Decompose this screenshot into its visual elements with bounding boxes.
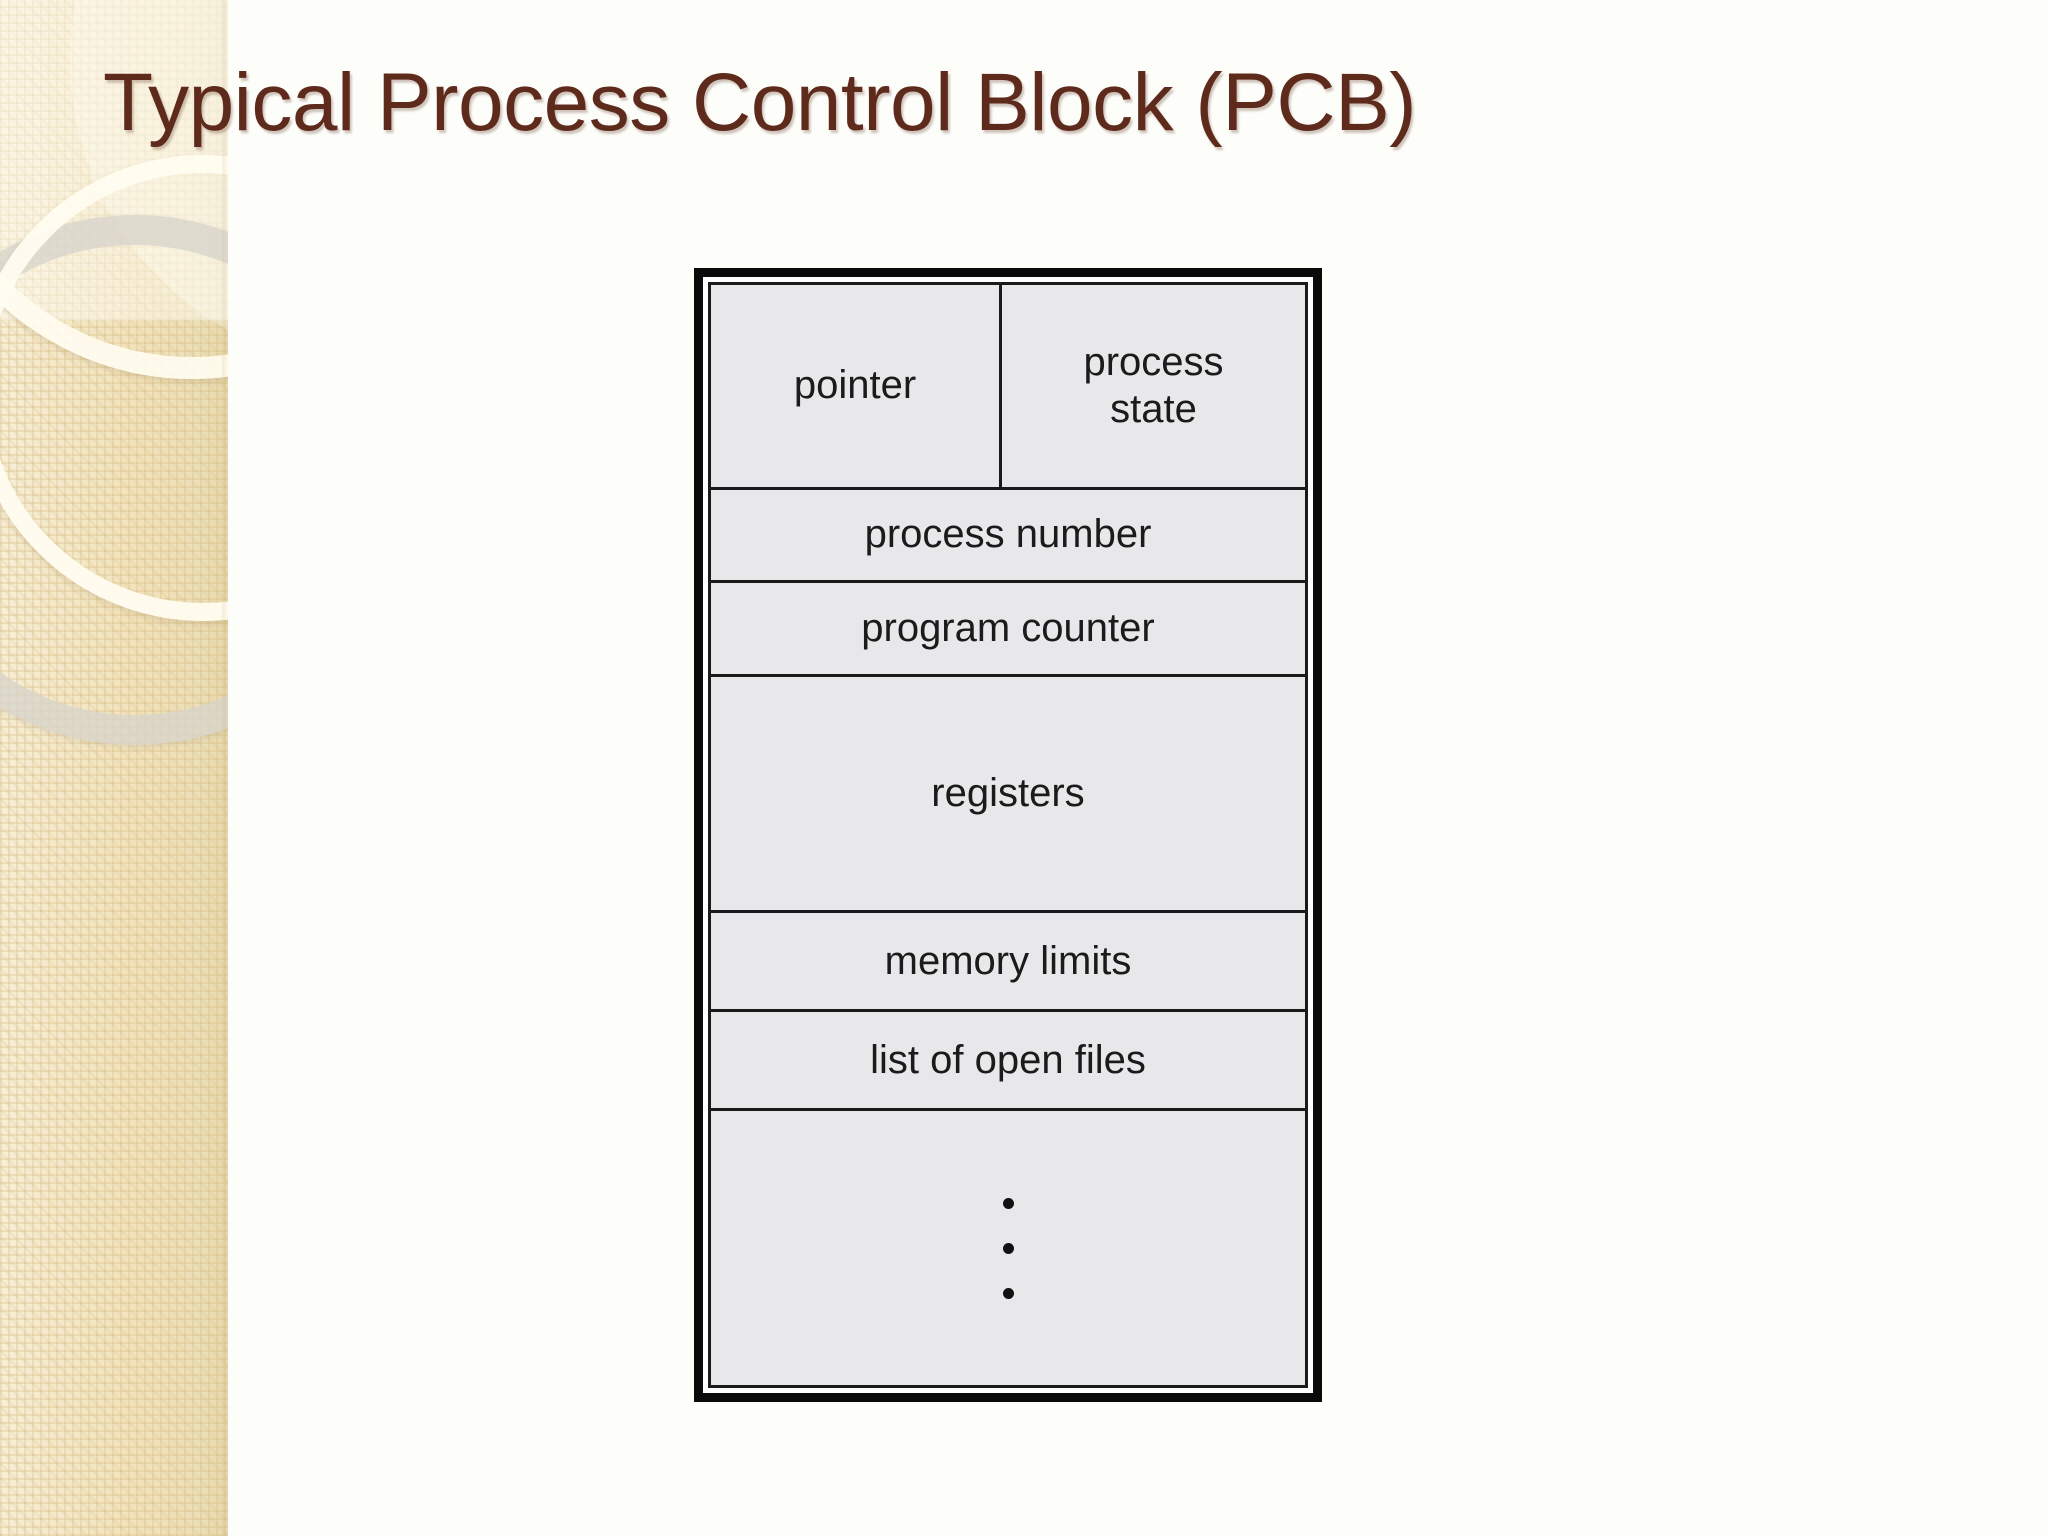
pcb-row-memory-limits: memory limits — [711, 913, 1305, 1013]
pcb-row-list-of-open-files: list of open files — [711, 1012, 1305, 1112]
pcb-row-pointer-process-state: pointer process state — [711, 285, 1305, 490]
pcb-cell-process-state-line2: state — [1110, 386, 1197, 431]
pcb-outer-border: pointer process state process number pro… — [694, 268, 1322, 1402]
pcb-row-process-number: process number — [711, 489, 1305, 584]
pcb-cell-process-number-label: process number — [864, 512, 1152, 557]
pcb-row-registers: registers — [711, 676, 1305, 914]
vertical-ellipsis-dot-icon — [1002, 1197, 1014, 1209]
pcb-cell-pointer-label: pointer — [793, 363, 917, 408]
page-title: Typical Process Control Block (PCB) — [103, 57, 1417, 148]
pcb-cell-pointer: pointer — [711, 285, 1003, 487]
pcb-cell-process-state: process state — [1002, 285, 1305, 487]
sidebar-edge-shadow — [222, 0, 228, 1536]
pcb-row-continuation — [711, 1111, 1305, 1385]
pcb-cell-program-counter-label: program counter — [861, 605, 1155, 650]
vertical-ellipsis-dot-icon — [1002, 1242, 1014, 1254]
pcb-cell-memory-limits-label: memory limits — [884, 938, 1132, 983]
slide-decoration-sidebar — [0, 0, 228, 1536]
pcb-cell-list-of-open-files-label: list of open files — [870, 1037, 1146, 1082]
pcb-cell-registers-label: registers — [931, 770, 1085, 815]
pcb-diagram: pointer process state process number pro… — [694, 268, 1322, 1402]
vertical-ellipsis-dot-icon — [1002, 1287, 1014, 1299]
pcb-row-program-counter: program counter — [711, 583, 1305, 677]
pcb-cell-process-state-line1: process — [1083, 339, 1224, 384]
pcb-inner-border: pointer process state process number pro… — [708, 282, 1308, 1388]
